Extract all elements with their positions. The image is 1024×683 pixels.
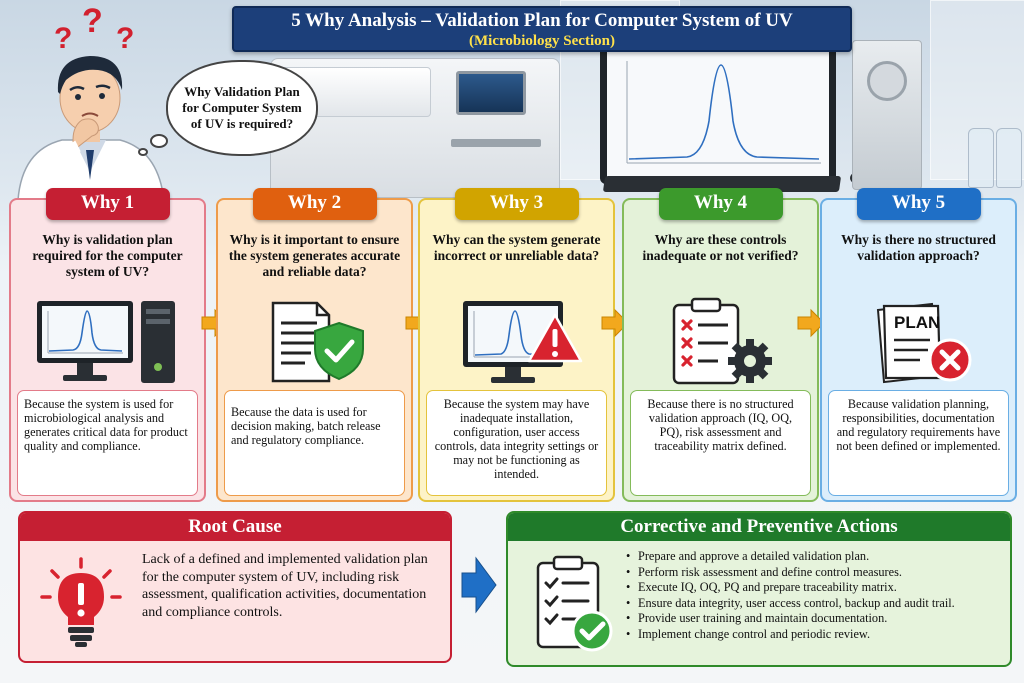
why-card-3: Why 3 Why can the system generate incorr… — [418, 188, 615, 502]
list-item: Provide user training and maintain docum… — [626, 611, 1004, 627]
why-card-1: Why 1 Why is validation plan required fo… — [9, 188, 206, 502]
why-card-5: Why 5 Why is there no structured validat… — [820, 188, 1017, 502]
why-question: Why is validation plan required for the … — [32, 232, 183, 279]
clipboard-checklist-check-icon — [530, 549, 616, 659]
why-label: Why 5 — [856, 188, 981, 220]
svg-text:?: ? — [116, 22, 134, 55]
why-answer: Because there is no structured validatio… — [630, 390, 811, 496]
why-question: Why are these controls inadequate or not… — [642, 232, 799, 263]
why-label: Why 3 — [454, 188, 579, 220]
why-question: Why is there no structured validation ap… — [841, 232, 996, 263]
page-header: 5 Why Analysis – Validation Plan for Com… — [232, 6, 852, 52]
why-card-4: Why 4 Why are these controls inadequate … — [622, 188, 819, 502]
bubble-text: Why Validation Plan for Computer System … — [182, 84, 302, 131]
capa-panel: Corrective and Preventive Actions Prepar… — [506, 511, 1012, 667]
why-label: Why 1 — [45, 188, 170, 220]
arrow-right-icon — [796, 308, 826, 338]
why-label: Why 4 — [658, 188, 783, 220]
reagent-bottle — [968, 128, 994, 188]
computer-workstation-icon — [11, 296, 204, 388]
capa-title: Corrective and Preventive Actions — [508, 513, 1010, 541]
reagent-bottle — [996, 128, 1022, 188]
plan-word: PLAN — [894, 313, 940, 332]
root-cause-title: Root Cause — [20, 513, 450, 541]
root-cause-panel: Root Cause Lack of a defined and impleme… — [18, 511, 452, 663]
lightbulb-exclamation-icon — [38, 555, 124, 651]
why-question: Why can the system generate incorrect or… — [432, 232, 601, 263]
lab-instrument — [852, 40, 922, 190]
thinking-scientist-icon: ? ? ? — [0, 0, 180, 201]
why-card-2: Why 2 Why is it important to ensure the … — [216, 188, 413, 502]
uv-spectrophotometer — [270, 58, 560, 198]
arrow-right-icon — [600, 308, 630, 338]
list-item: Prepare and approve a detailed validatio… — [626, 549, 1004, 565]
monitor-warning-icon — [420, 296, 613, 388]
bubble-tail — [138, 148, 148, 156]
why-answer: Because the system is used for microbiol… — [17, 390, 198, 496]
svg-text:?: ? — [82, 2, 103, 40]
root-cause-text: Lack of a defined and implemented valida… — [142, 552, 428, 620]
list-item: Execute IQ, OQ, PQ and prepare traceabil… — [626, 580, 1004, 596]
list-item: Perform risk assessment and define contr… — [626, 565, 1004, 581]
capa-list: Prepare and approve a detailed validatio… — [626, 549, 1004, 643]
bubble-tail — [150, 134, 168, 148]
list-item: Ensure data integrity, user access contr… — [626, 596, 1004, 612]
why-answer: Because validation planning, responsibil… — [828, 390, 1009, 496]
clipboard-gear-icon — [624, 296, 817, 388]
why-answer: Because the system may have inadequate i… — [426, 390, 607, 496]
page-subtitle: (Microbiology Section) — [469, 33, 615, 49]
list-item: Implement change control and periodic re… — [626, 627, 1004, 643]
why-question: Why is it important to ensure the system… — [228, 232, 401, 279]
arrow-right-icon — [460, 556, 498, 614]
document-shield-check-icon — [218, 296, 411, 388]
thought-bubble: Why Validation Plan for Computer System … — [166, 60, 318, 156]
page-title: 5 Why Analysis – Validation Plan for Com… — [291, 10, 793, 31]
plan-document-error-icon: PLAN — [822, 296, 1015, 388]
background-monitor — [600, 44, 836, 184]
svg-text:?: ? — [54, 22, 72, 55]
why-answer: Because the data is used for decision ma… — [224, 390, 405, 496]
why-label: Why 2 — [252, 188, 377, 220]
